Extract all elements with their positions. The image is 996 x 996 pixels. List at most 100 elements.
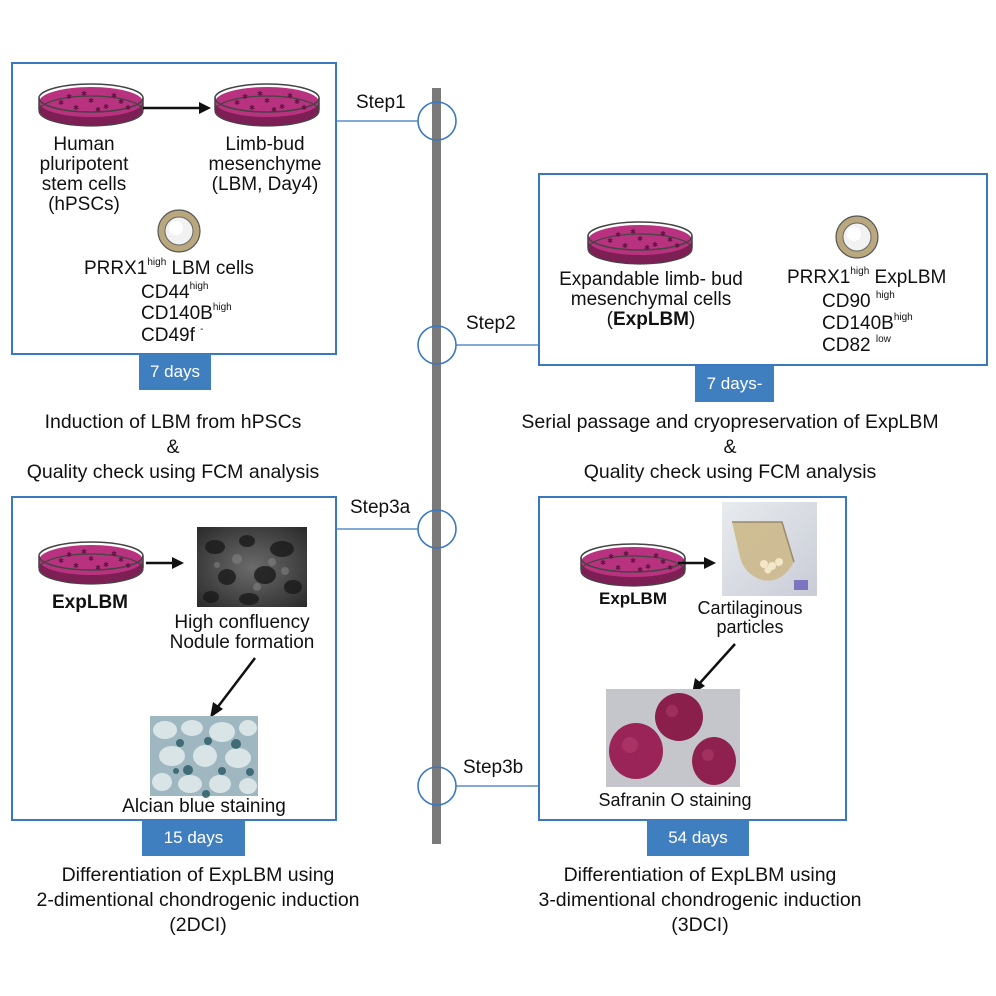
step3a-label: Step3a xyxy=(350,497,411,518)
duration-badge-step3a: 15 days xyxy=(142,820,245,856)
caption-line: Differentiation of ExpLBM using xyxy=(61,864,335,886)
alcian-label: Alcian blue staining xyxy=(122,796,286,817)
step3b-label: Step3b xyxy=(463,757,524,778)
confluency-label-line: Nodule formation xyxy=(169,631,315,653)
svg-text:✱: ✱ xyxy=(607,237,613,245)
svg-text:✱: ✱ xyxy=(608,553,614,561)
safranin-o-micrograph xyxy=(606,689,740,787)
panel-step2 xyxy=(538,173,988,366)
duration-badge-step1: 7 days xyxy=(139,354,211,390)
dish-graphic: ✱✱✱✱✱✱✱✱✱✱ xyxy=(580,543,686,587)
confluency-micrograph xyxy=(197,527,307,607)
alcian-blue-micrograph xyxy=(150,716,258,798)
dish-graphic: ✱✱✱✱✱✱✱✱✱✱ xyxy=(38,541,144,585)
arrow-down-left-icon xyxy=(210,657,256,718)
svg-text:✱: ✱ xyxy=(644,244,650,252)
svg-text:✱: ✱ xyxy=(103,103,109,111)
svg-text:✱: ✱ xyxy=(111,550,117,558)
explbm-label: Expandable limb- bud mesenchymal cells (… xyxy=(540,270,762,330)
explbm-marker-main: PRRX1high ExpLBM xyxy=(787,266,947,288)
svg-text:✱: ✱ xyxy=(645,563,651,571)
svg-text:✱: ✱ xyxy=(615,564,621,572)
svg-text:✱: ✱ xyxy=(125,104,131,112)
safranin-label: Safranin O staining xyxy=(598,790,752,810)
caption-step1: Induction of LBM from hPSCs & Quality ch… xyxy=(0,410,346,485)
caption-line: (2DCI) xyxy=(169,914,227,936)
caption-step3a: Differentiation of ExpLBM using 2-diment… xyxy=(0,863,396,938)
svg-text:✱: ✱ xyxy=(301,104,307,112)
confluency-label: High confluency Nodule formation xyxy=(150,613,334,653)
svg-text:✱: ✱ xyxy=(73,562,79,570)
caption-line: Quality check using FCM analysis xyxy=(26,461,320,483)
lbm-label-line: (LBM, Day4) xyxy=(211,173,319,195)
cartilage-tube-photo xyxy=(722,502,817,596)
step3b-marker xyxy=(417,766,457,806)
hpsc-label: Human pluripotent stem cells (hPSCs) xyxy=(18,135,150,215)
caption-line: Serial passage and cryopreservation of E… xyxy=(521,411,939,433)
svg-text:✱: ✱ xyxy=(95,106,101,114)
hpsc-label-line: (hPSCs) xyxy=(48,193,120,215)
lbm-marker-3: CD49f - xyxy=(141,324,204,346)
svg-text:✱: ✱ xyxy=(111,92,117,100)
lbm-label-line: Limb-bud xyxy=(225,134,305,155)
culture-dish-icon: ✱✱✱✱✱✱✱✱✱✱ xyxy=(38,83,144,127)
svg-text:✱: ✱ xyxy=(242,93,248,101)
explbm-label-line: Expandable limb- bud xyxy=(559,269,743,290)
explbm-dish-label-3b: ExpLBM xyxy=(599,589,667,608)
dish-graphic: ✱✱✱✱✱✱✱✱✱✱ xyxy=(587,221,693,265)
explbm-marker-2: CD140Bhigh xyxy=(822,312,913,334)
cell-icon xyxy=(835,215,879,259)
dish-graphic: ✱✱✱✱✱✱✱✱✱✱ xyxy=(38,83,144,127)
hpsc-label-line: stem cells xyxy=(41,173,127,195)
svg-text:✱: ✱ xyxy=(58,557,64,565)
svg-text:✱: ✱ xyxy=(615,231,621,239)
explbm-marker-3: CD82 low xyxy=(822,334,891,356)
cartilage-label-line: Cartilaginous xyxy=(697,598,803,618)
svg-text:✱: ✱ xyxy=(652,241,658,249)
svg-text:✱: ✱ xyxy=(118,556,124,564)
svg-text:✱: ✱ xyxy=(271,106,277,114)
explbm-dish-label-3a: ExpLBM xyxy=(52,592,128,613)
culture-dish-icon: ✱✱✱✱✱✱✱✱✱✱ xyxy=(214,83,320,127)
explbm-marker-1: CD90 high xyxy=(822,290,895,312)
svg-text:✱: ✱ xyxy=(118,98,124,106)
timeline-bar xyxy=(432,88,441,844)
caption-line: (3DCI) xyxy=(671,914,729,936)
cartilage-label: Cartilaginous particles xyxy=(690,599,810,637)
culture-dish-icon: ✱✱✱✱✱✱✱✱✱✱ xyxy=(580,543,686,587)
cartilage-label-line: particles xyxy=(716,616,784,637)
step1-label: Step1 xyxy=(356,92,406,113)
arrow-right-icon xyxy=(146,557,184,569)
svg-text:✱: ✱ xyxy=(249,104,255,112)
svg-text:✱: ✱ xyxy=(660,558,666,566)
svg-text:✱: ✱ xyxy=(81,548,87,556)
svg-text:✱: ✱ xyxy=(622,242,628,250)
svg-text:✱: ✱ xyxy=(279,103,285,111)
svg-text:✱: ✱ xyxy=(88,97,94,105)
explbm-label-line: mesenchymal cells xyxy=(570,288,732,310)
caption-line: Differentiation of ExpLBM using xyxy=(563,864,837,886)
caption-line: 2-dimentional chondrogenic induction xyxy=(36,889,360,911)
svg-text:✱: ✱ xyxy=(103,561,109,569)
svg-text:✱: ✱ xyxy=(257,90,263,98)
svg-text:✱: ✱ xyxy=(637,566,643,574)
svg-text:✱: ✱ xyxy=(630,228,636,236)
svg-text:✱: ✱ xyxy=(660,230,666,238)
svg-text:✱: ✱ xyxy=(667,236,673,244)
duration-badge-step2: 7 days- xyxy=(695,366,774,402)
lbm-label-line: mesenchyme xyxy=(208,153,322,175)
arrow-right-icon xyxy=(143,102,211,114)
caption-step3b: Differentiation of ExpLBM using 3-diment… xyxy=(500,863,900,938)
culture-dish-icon: ✱✱✱✱✱✱✱✱✱✱ xyxy=(38,541,144,585)
lbm-label: Limb-bud mesenchyme (LBM, Day4) xyxy=(190,135,340,195)
step1-marker xyxy=(417,101,457,141)
hpsc-label-line: Human xyxy=(53,134,115,155)
lbm-marker-1: CD44high xyxy=(141,281,209,303)
caption-line: & xyxy=(723,436,737,458)
step2-label: Step2 xyxy=(466,313,516,334)
culture-dish-icon: ✱✱✱✱✱✱✱✱✱✱ xyxy=(587,221,693,265)
caption-step2: Serial passage and cryopreservation of E… xyxy=(480,410,980,485)
svg-text:✱: ✱ xyxy=(73,104,79,112)
svg-text:✱: ✱ xyxy=(287,92,293,100)
